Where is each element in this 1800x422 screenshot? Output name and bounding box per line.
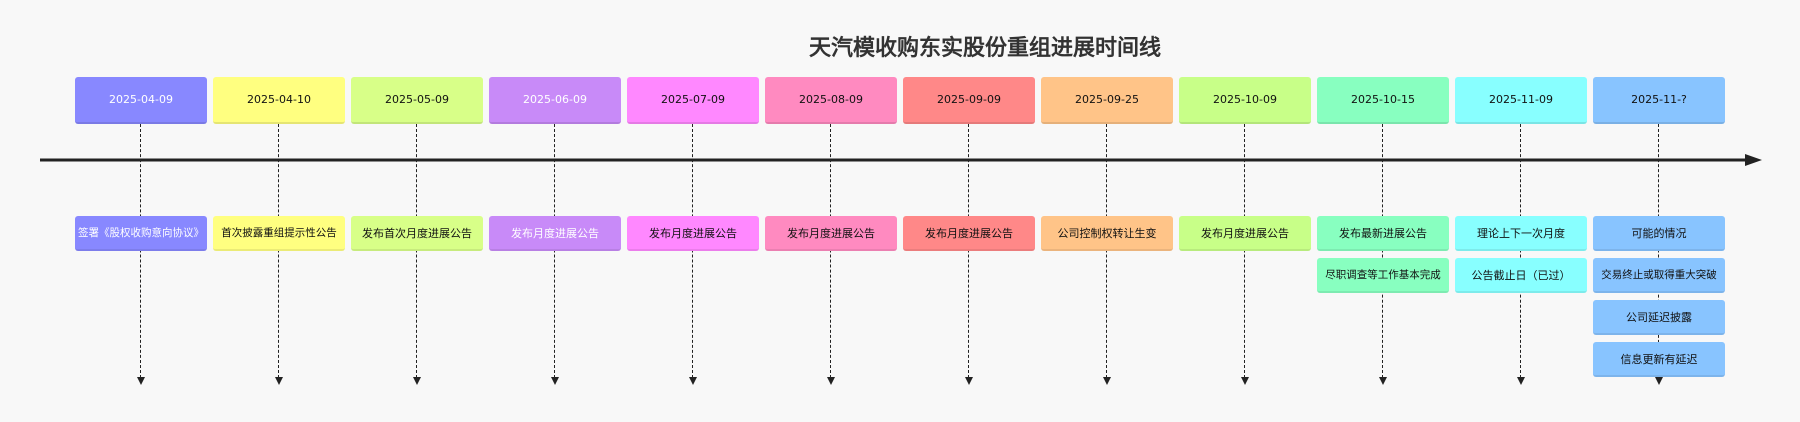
dashed-connector (1658, 124, 1659, 378)
event-card: 信息更新有延迟 (1593, 342, 1725, 377)
timeline-column: 2025-11-09 理论上下一次月度公告截止日（已过） (1455, 0, 1587, 422)
arrow-down-icon (551, 377, 559, 385)
timeline-column: 2025-10-09 发布月度进展公告 (1179, 0, 1311, 422)
arrow-down-icon (137, 377, 145, 385)
event-card: 公司控制权转让生变 (1041, 216, 1173, 251)
arrow-down-icon (965, 377, 973, 385)
timeline-column: 2025-07-09 发布月度进展公告 (627, 0, 759, 422)
event-card: 发布最新进展公告 (1317, 216, 1449, 251)
date-card: 2025-09-25 (1041, 77, 1173, 124)
event-card: 交易终止或取得重大突破 (1593, 258, 1725, 293)
date-card: 2025-07-09 (627, 77, 759, 124)
arrow-down-icon (827, 377, 835, 385)
event-card: 发布月度进展公告 (903, 216, 1035, 251)
timeline-column: 2025-04-09 签署《股权收购意向协议》 (75, 0, 207, 422)
dashed-connector (1382, 124, 1383, 378)
timeline-column: 2025-09-09 发布月度进展公告 (903, 0, 1035, 422)
arrow-down-icon (689, 377, 697, 385)
event-card: 首次披露重组提示性公告 (213, 216, 345, 251)
event-card: 发布月度进展公告 (765, 216, 897, 251)
event-card: 理论上下一次月度 (1455, 216, 1587, 251)
date-card: 2025-08-09 (765, 77, 897, 124)
date-card: 2025-04-10 (213, 77, 345, 124)
arrow-down-icon (275, 377, 283, 385)
date-card: 2025-06-09 (489, 77, 621, 124)
event-card: 发布月度进展公告 (627, 216, 759, 251)
arrow-down-icon (1379, 377, 1387, 385)
arrow-down-icon (1241, 377, 1249, 385)
timeline-column: 2025-08-09 发布月度进展公告 (765, 0, 897, 422)
dashed-connector (416, 124, 417, 378)
event-card: 签署《股权收购意向协议》 (75, 216, 207, 251)
event-card: 公告截止日（已过） (1455, 258, 1587, 293)
date-card: 2025-10-09 (1179, 77, 1311, 124)
date-card: 2025-10-15 (1317, 77, 1449, 124)
arrow-down-icon (1655, 377, 1663, 385)
timeline-column: 2025-05-09 发布首次月度进展公告 (351, 0, 483, 422)
page-title: 天汽模收购东实股份重组进展时间线 (808, 36, 1161, 61)
dashed-connector (554, 124, 555, 378)
timeline-column: 2025-09-25 公司控制权转让生变 (1041, 0, 1173, 422)
event-card: 发布月度进展公告 (1179, 216, 1311, 251)
timeline-column: 2025-04-10 首次披露重组提示性公告 (213, 0, 345, 422)
event-card: 公司延迟披露 (1593, 300, 1725, 335)
dashed-connector (140, 124, 141, 378)
timeline-column: 2025-10-15 发布最新进展公告尽职调查等工作基本完成 (1317, 0, 1449, 422)
arrow-down-icon (1517, 377, 1525, 385)
date-card: 2025-11-09 (1455, 77, 1587, 124)
event-card: 发布首次月度进展公告 (351, 216, 483, 251)
date-card: 2025-04-09 (75, 77, 207, 124)
dashed-connector (1244, 124, 1245, 378)
dashed-connector (278, 124, 279, 378)
dashed-connector (1520, 124, 1521, 378)
dashed-connector (968, 124, 969, 378)
date-card: 2025-05-09 (351, 77, 483, 124)
event-card: 发布月度进展公告 (489, 216, 621, 251)
dashed-connector (830, 124, 831, 378)
date-card: 2025-11-? (1593, 77, 1725, 124)
dashed-connector (692, 124, 693, 378)
arrow-down-icon (413, 377, 421, 385)
event-card: 可能的情况 (1593, 216, 1725, 251)
date-card: 2025-09-09 (903, 77, 1035, 124)
timeline-column: 2025-06-09 发布月度进展公告 (489, 0, 621, 422)
arrow-down-icon (1103, 377, 1111, 385)
timeline-column: 2025-11-? 可能的情况交易终止或取得重大突破公司延迟披露信息更新有延迟 (1593, 0, 1725, 422)
dashed-connector (1106, 124, 1107, 378)
event-card: 尽职调查等工作基本完成 (1317, 258, 1449, 293)
